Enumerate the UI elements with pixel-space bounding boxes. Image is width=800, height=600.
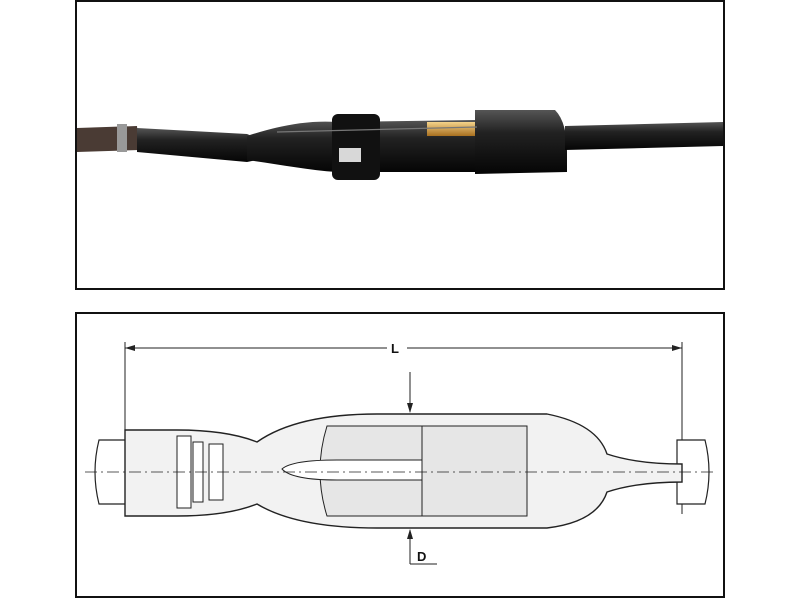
length-dimension-label: L [391, 341, 399, 356]
dim-d-bottom-arrow [407, 529, 413, 539]
right-end-cap [475, 110, 567, 174]
exposed-conductor [427, 122, 477, 136]
diameter-dimension-label: D [417, 549, 426, 564]
dim-l-arrow-right [672, 345, 682, 351]
product-photo-panel [75, 0, 725, 290]
right-cable-core [676, 439, 710, 505]
right-cable [565, 122, 723, 150]
inner-connector-tube [319, 425, 528, 517]
dim-l-arrow-left [125, 345, 135, 351]
breakout-label [339, 148, 361, 162]
cable-joint-drawing: L D [85, 341, 717, 565]
cable-joint-photo [77, 110, 723, 180]
technical-drawing-panel: L D [75, 312, 725, 598]
photo-highlight [276, 126, 478, 133]
breakout-clamp [332, 114, 380, 180]
left-braided-cable [77, 126, 139, 152]
left-cable-band [117, 124, 127, 152]
dim-d-top-arrow [407, 403, 413, 413]
left-sheath [137, 128, 267, 162]
conductor-tip [281, 459, 423, 481]
